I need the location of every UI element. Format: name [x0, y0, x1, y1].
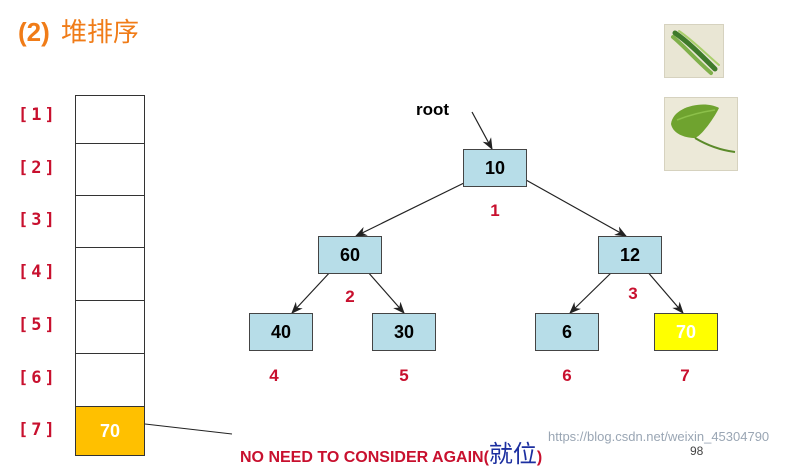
tree-node: 10	[463, 149, 527, 187]
title-text: 堆排序	[61, 18, 140, 48]
edge-60-30	[366, 270, 405, 314]
tree-node: 30	[372, 313, 436, 351]
root-pointer-arrow	[471, 111, 493, 151]
note-text: NO NEED TO CONSIDER AGAIN(就位)	[240, 434, 542, 469]
edge-10-60	[354, 181, 467, 237]
array-index-label: [3]	[18, 210, 58, 230]
slide-title: (2) 堆排序	[18, 12, 139, 49]
watermark: https://blog.csdn.net/weixin_45304790	[548, 429, 770, 444]
array-index-label: [1]	[18, 105, 58, 125]
tree-node: 60	[318, 236, 382, 274]
heap-array: 70	[75, 95, 145, 456]
node-index-label: 2	[345, 287, 355, 306]
tree-node-sorted: 70	[654, 313, 718, 351]
title-number: (2)	[18, 17, 50, 47]
edge-10-12	[525, 179, 628, 237]
node-index-label: 3	[628, 284, 638, 303]
root-label: root	[416, 100, 450, 119]
note-close: )	[536, 449, 543, 466]
edge-60-40	[291, 269, 333, 314]
array-cell-sorted: 70	[75, 406, 145, 456]
tree-edges	[144, 111, 684, 435]
node-index-label: 1	[490, 201, 500, 220]
grass-leaf-image	[664, 24, 724, 78]
tree-node: 12	[598, 236, 662, 274]
cell-to-note-line	[144, 423, 233, 435]
page-number: 98	[690, 444, 704, 458]
node-index-label: 7	[680, 366, 690, 385]
array-index-label: [5]	[18, 315, 58, 335]
tree-node: 6	[535, 313, 599, 351]
note-english: NO NEED TO CONSIDER AGAIN(	[240, 449, 489, 466]
node-index-label: 4	[269, 366, 279, 385]
node-index-label: 6	[562, 366, 572, 385]
tree-node: 40	[249, 313, 313, 351]
note-chinese: 就位	[488, 440, 537, 468]
edge-12-70	[645, 269, 684, 314]
ginkgo-leaf-image	[664, 97, 738, 171]
edge-12-6	[569, 271, 613, 314]
node-index-label: 5	[399, 366, 409, 385]
array-index-label: [6]	[18, 368, 58, 388]
array-index-label: [2]	[18, 158, 58, 178]
array-index-label: [7]	[18, 420, 58, 440]
array-index-label: [4]	[18, 262, 58, 282]
